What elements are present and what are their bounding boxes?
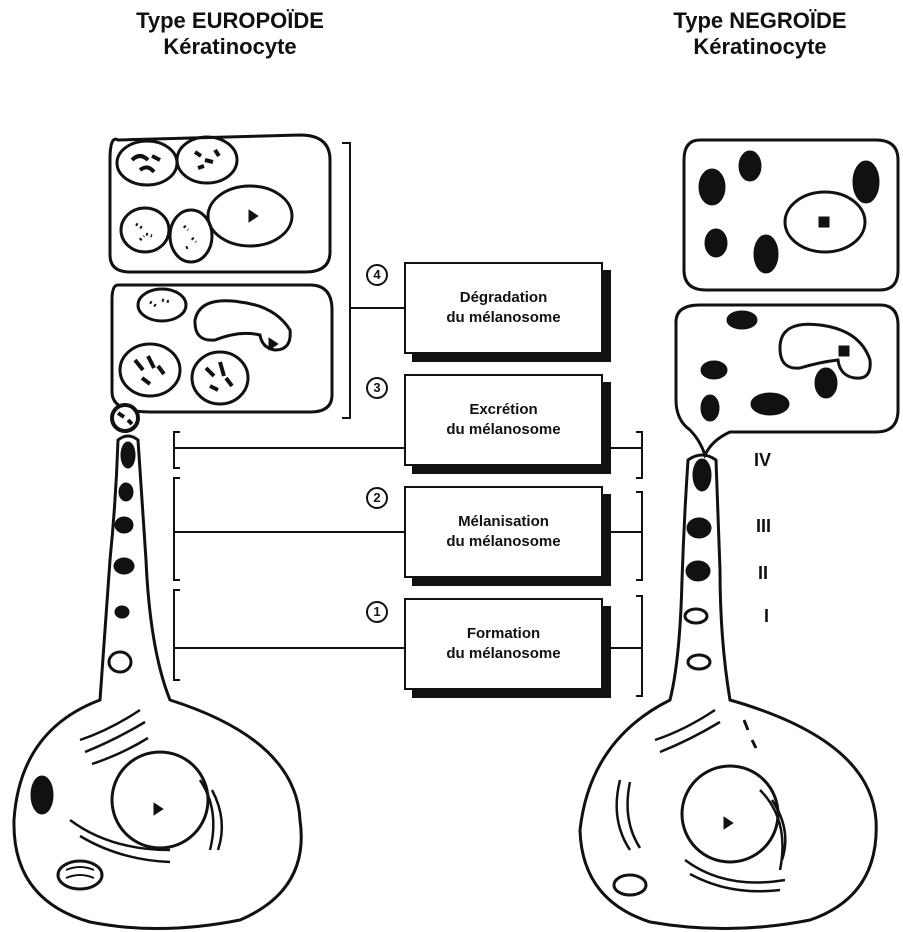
- step-box-melanisation: Mélanisation du mélanosome: [404, 486, 603, 578]
- step-badge-3: 3: [366, 377, 388, 399]
- step-box-formation: Formation du mélanosome: [404, 598, 603, 690]
- title-europoide-cell: Kératinocyte: [90, 34, 370, 60]
- stage-label-iii: III: [756, 516, 771, 537]
- title-negroide-type: Type NEGROÏDE: [625, 8, 895, 34]
- step-sublabel: du mélanosome: [446, 532, 560, 552]
- step-label: Mélanisation: [458, 512, 549, 532]
- step-badge-2: 2: [366, 487, 388, 509]
- step-box-degradation: Dégradation du mélanosome: [404, 262, 603, 354]
- right-melanocyte: [580, 455, 876, 929]
- left-keratinocyte-upper: [110, 135, 330, 272]
- step-badge-1: 1: [366, 601, 388, 623]
- step-box-excretion: Excrétion du mélanosome: [404, 374, 603, 466]
- step-sublabel: du mélanosome: [446, 308, 560, 328]
- step-sublabel: du mélanosome: [446, 420, 560, 440]
- stage-label-ii: II: [758, 563, 768, 584]
- step-label: Formation: [467, 624, 540, 644]
- title-negroide-cell: Kératinocyte: [625, 34, 895, 60]
- step-badge-4: 4: [366, 264, 388, 286]
- step-label: Dégradation: [460, 288, 548, 308]
- stage-label-iv: IV: [754, 450, 771, 471]
- right-keratinocyte-upper: [684, 140, 898, 290]
- title-europoide: Type EUROPOÏDE Kératinocyte: [90, 8, 370, 60]
- right-keratinocyte-lower: [676, 305, 898, 455]
- stage-label-i: I: [764, 606, 769, 627]
- step-label: Excrétion: [469, 400, 537, 420]
- title-europoide-type: Type EUROPOÏDE: [90, 8, 370, 34]
- title-negroide: Type NEGROÏDE Kératinocyte: [625, 8, 895, 60]
- step-sublabel: du mélanosome: [446, 644, 560, 664]
- left-melanocyte: [14, 405, 301, 929]
- left-keratinocyte-lower: [112, 285, 332, 412]
